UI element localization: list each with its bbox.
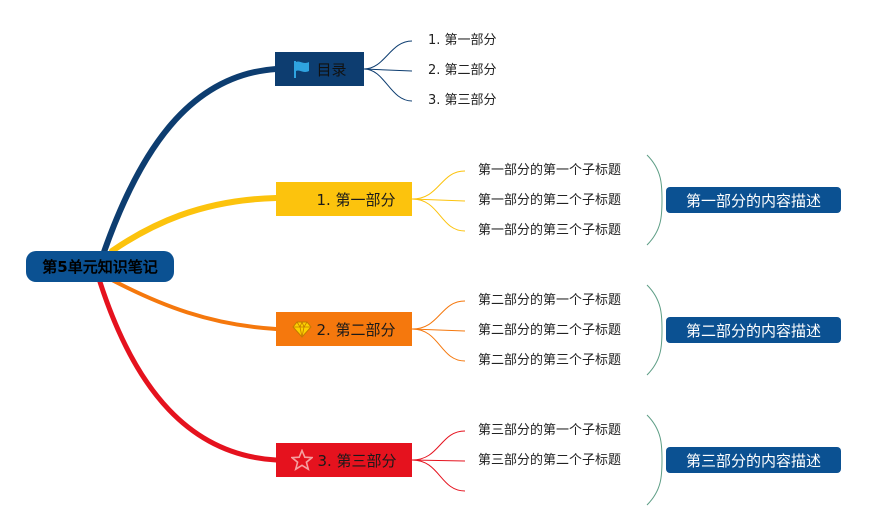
summary-bracket-3 <box>646 414 663 506</box>
section-2-topic[interactable]: 2. 第二部分 <box>276 312 412 346</box>
summary-bracket-1 <box>646 154 663 246</box>
toc-item-2[interactable]: 2. 第二部分 <box>428 63 497 78</box>
flag-icon <box>292 59 312 79</box>
section1-link-1 <box>411 170 466 200</box>
section-1-subtopic-2[interactable]: 第一部分的第二个子标题 <box>478 193 622 208</box>
section3-link-1 <box>411 430 466 461</box>
section3-link-3 <box>411 459 466 492</box>
toc-link-3 <box>363 68 413 102</box>
section3-link-2 <box>411 459 466 462</box>
section-3-subtopic-2[interactable]: 第三部分的第二个子标题 <box>478 453 622 468</box>
section-1-topic[interactable]: 1. 第一部分 <box>276 182 412 216</box>
section-1-subtopic-3[interactable]: 第一部分的第三个子标题 <box>478 223 622 238</box>
summary-bracket-2 <box>646 284 663 376</box>
section-2-label: 2. 第二部分 <box>316 320 396 339</box>
section2-link-3 <box>411 328 466 362</box>
section1-link-2 <box>411 198 466 202</box>
section2-link-2 <box>411 328 466 332</box>
section-2-summary[interactable]: 第二部分的内容描述 <box>666 317 841 343</box>
section-3-subtopic-1[interactable]: 第三部分的第一个子标题 <box>478 423 622 438</box>
branch-section-1 <box>109 195 279 254</box>
toc-topic-label: 目录 <box>316 60 347 79</box>
star-icon <box>291 449 314 471</box>
branch-section-2 <box>110 278 278 331</box>
section-1-label: 1. 第一部分 <box>316 190 396 209</box>
toc-item-1[interactable]: 1. 第一部分 <box>428 33 497 48</box>
section-3-summary[interactable]: 第三部分的内容描述 <box>666 447 841 473</box>
toc-link-1 <box>363 40 413 70</box>
section-2-subtopic-1[interactable]: 第二部分的第一个子标题 <box>478 293 622 308</box>
section-1-subtopic-1[interactable]: 第一部分的第一个子标题 <box>478 163 622 178</box>
toc-link-2 <box>363 68 413 72</box>
toc-item-3[interactable]: 3. 第三部分 <box>428 93 497 108</box>
section-2-subtopic-3[interactable]: 第二部分的第三个子标题 <box>478 353 622 368</box>
diamond-icon <box>292 320 313 338</box>
branch-toc <box>101 66 279 255</box>
branch-section-3 <box>97 279 279 463</box>
section1-link-3 <box>411 198 466 232</box>
section-2-subtopic-2[interactable]: 第二部分的第二个子标题 <box>478 323 622 338</box>
root-topic[interactable]: 第5单元知识笔记 <box>26 251 174 282</box>
section-3-topic[interactable]: 3. 第三部分 <box>276 443 412 477</box>
toc-topic[interactable]: 目录 <box>275 52 364 86</box>
section-1-summary[interactable]: 第一部分的内容描述 <box>666 187 841 213</box>
section-3-label: 3. 第三部分 <box>317 451 397 470</box>
section2-link-1 <box>411 300 466 330</box>
